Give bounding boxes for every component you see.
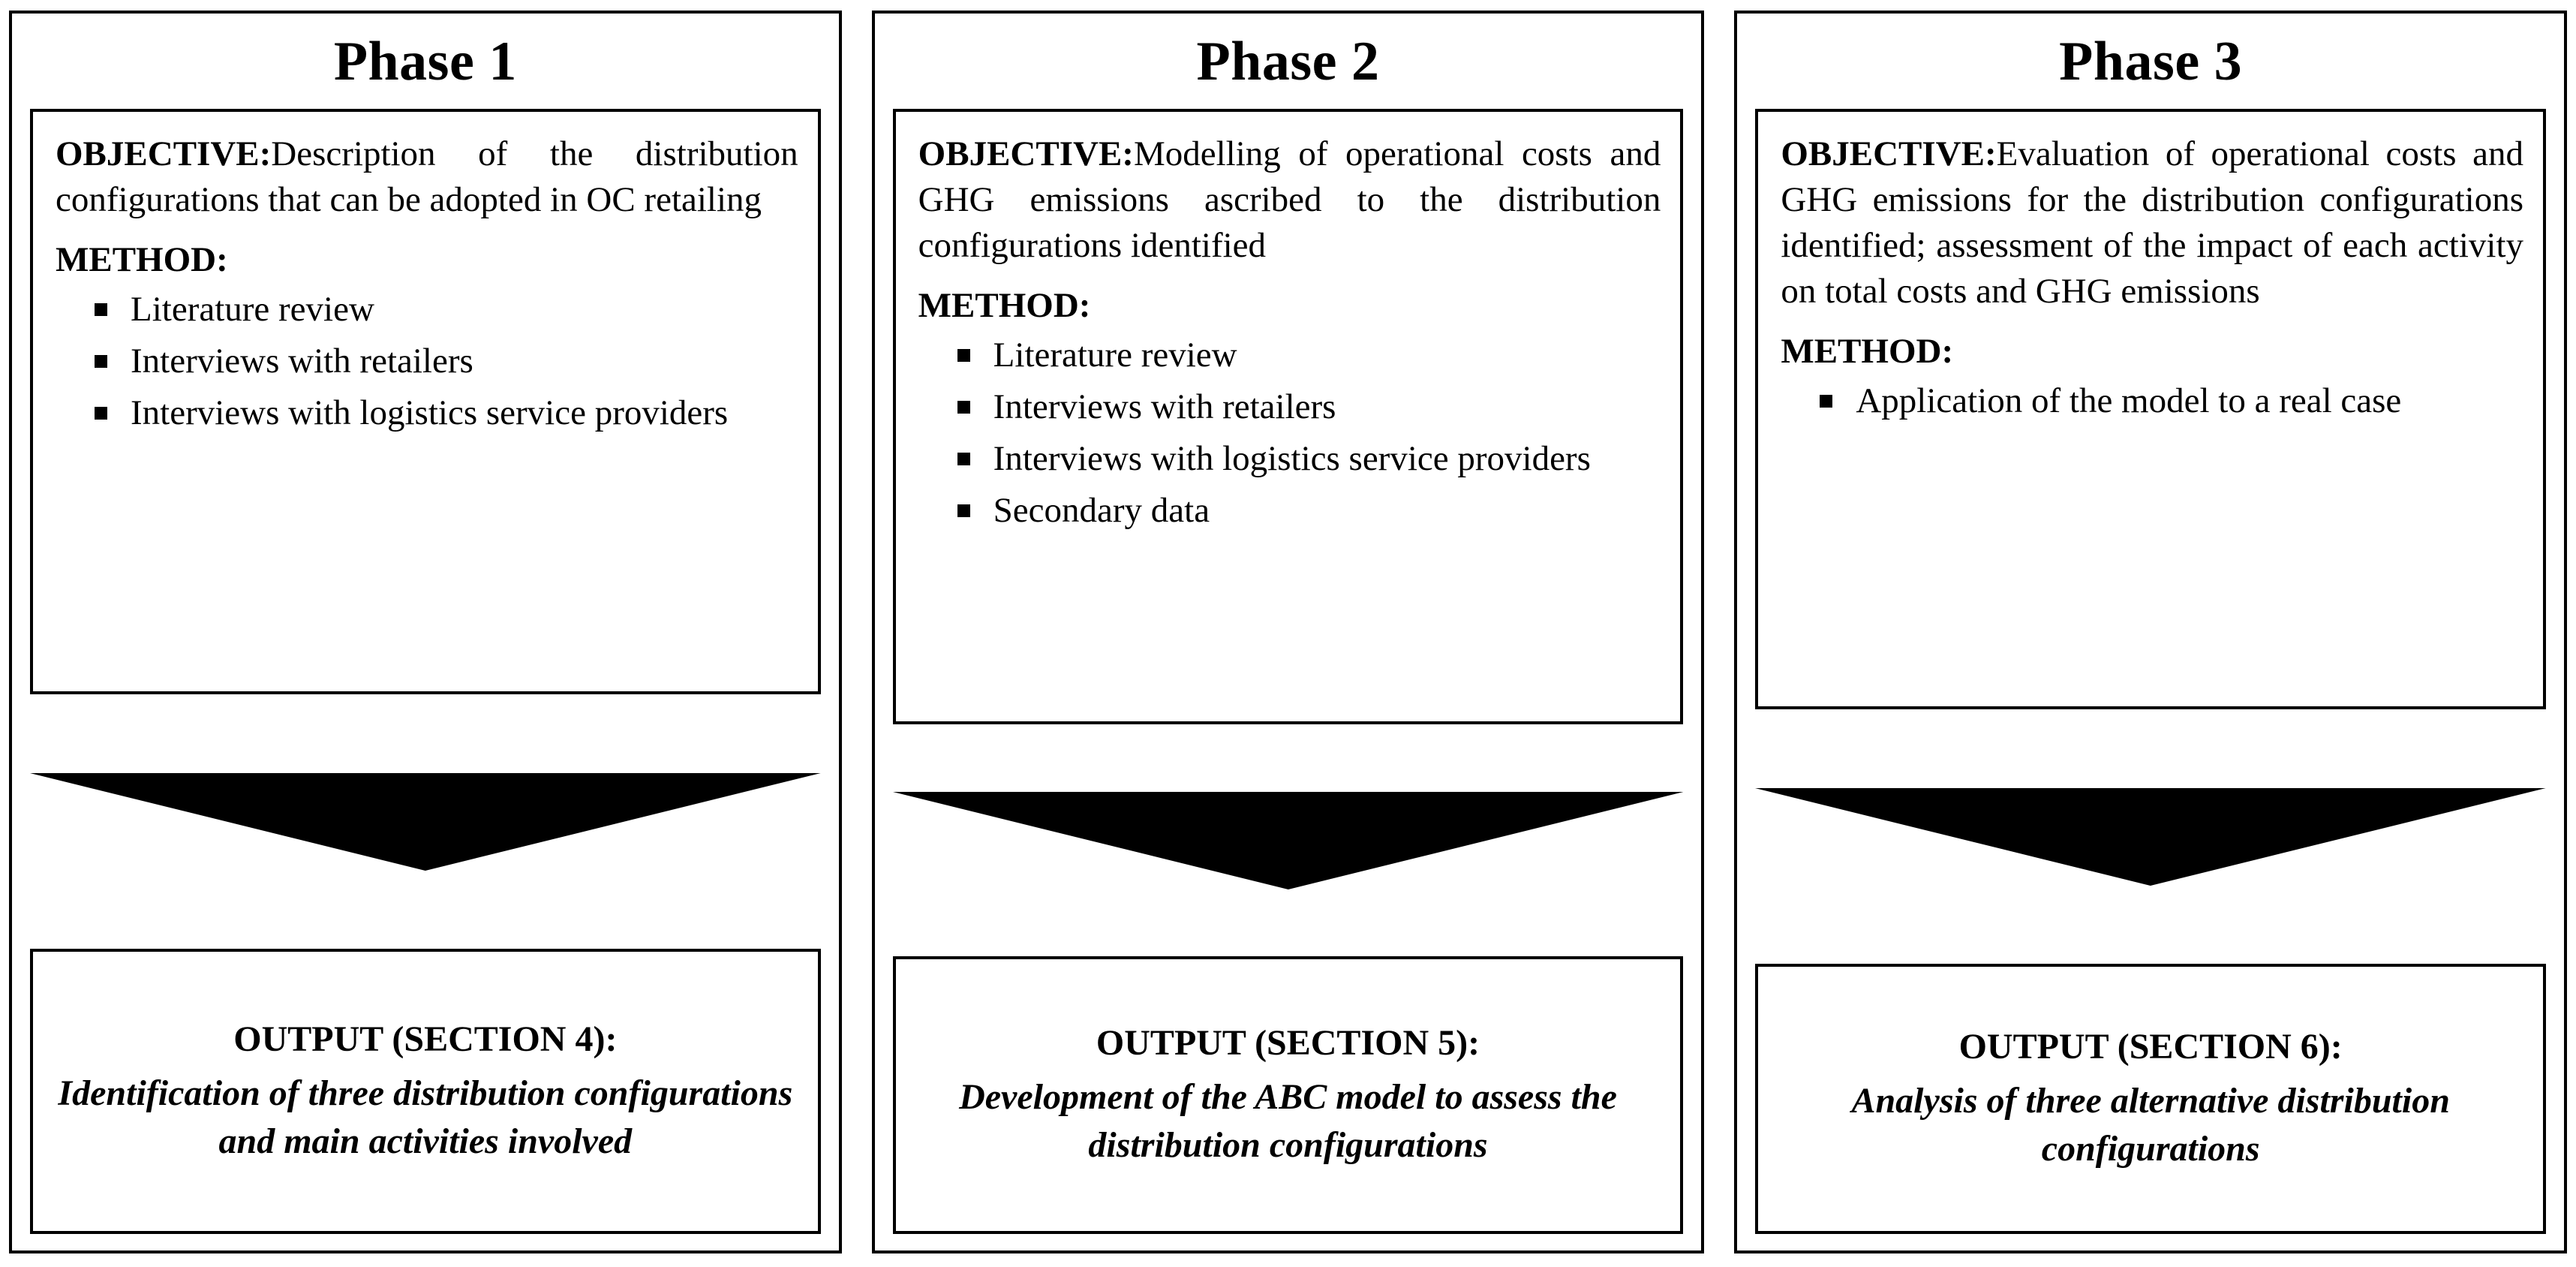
objective-text-1: Description of the distribution configur… bbox=[56, 134, 798, 220]
method-list-3: Application of the model to a real case bbox=[1781, 378, 2523, 424]
method-item: Literature review bbox=[957, 333, 1661, 378]
square-bullet-icon bbox=[957, 401, 970, 414]
objective-label-2: OBJECTIVE: bbox=[918, 134, 1134, 174]
method-item-label: Application of the model to a real case bbox=[1856, 381, 2402, 421]
square-bullet-icon bbox=[957, 504, 970, 518]
output-card-2: OUTPUT (SECTION 5): Development of the A… bbox=[892, 956, 1684, 1234]
square-bullet-icon bbox=[95, 303, 107, 317]
method-label-3: METHOD: bbox=[1781, 332, 1954, 372]
square-bullet-icon bbox=[95, 407, 107, 420]
phase-detail-card-2: OBJECTIVE:Modelling of operational costs… bbox=[892, 109, 1684, 725]
down-arrow-icon bbox=[1755, 787, 2547, 886]
down-arrow-icon bbox=[892, 791, 1684, 889]
objective-text-3: Evaluation of operational costs and GHG … bbox=[1781, 134, 2524, 311]
method-label-1: METHOD: bbox=[56, 240, 228, 280]
phase-title-3: Phase 3 bbox=[2059, 31, 2243, 92]
objective-block-1: OBJECTIVE:Description of the distributio… bbox=[56, 131, 798, 223]
objective-label-1: OBJECTIVE: bbox=[56, 134, 272, 174]
method-item: Interviews with logistics service provid… bbox=[95, 390, 798, 436]
phase-panel-1: Phase 1 OBJECTIVE:Description of the dis… bbox=[9, 11, 842, 1253]
output-text-3: Analysis of three alternative distributi… bbox=[1851, 1081, 2450, 1169]
method-list-1: Literature review Interviews with retail… bbox=[56, 287, 798, 436]
method-item-label: Secondary data bbox=[993, 491, 1210, 531]
phase-detail-card-1: OBJECTIVE:Description of the distributio… bbox=[30, 109, 821, 695]
output-title-1: OUTPUT (SECTION 4): bbox=[233, 1019, 618, 1060]
arrow-container-3 bbox=[1755, 709, 2547, 964]
method-item: Application of the model to a real case bbox=[1820, 378, 2523, 424]
objective-block-3: OBJECTIVE:Evaluation of operational cost… bbox=[1781, 131, 2523, 314]
objective-text-2: Modelling of operational costs and GHG e… bbox=[918, 134, 1661, 266]
output-title-3: OUTPUT (SECTION 6): bbox=[1958, 1027, 2343, 1067]
square-bullet-icon bbox=[957, 453, 970, 466]
output-text-2: Development of the ABC model to assess t… bbox=[959, 1077, 1617, 1165]
output-card-3: OUTPUT (SECTION 6): Analysis of three al… bbox=[1755, 964, 2547, 1234]
phase-detail-card-3: OBJECTIVE:Evaluation of operational cost… bbox=[1755, 109, 2547, 710]
method-item-label: Literature review bbox=[131, 290, 374, 330]
phase-title-2: Phase 2 bbox=[1196, 31, 1380, 92]
output-text-1: Identification of three distribution con… bbox=[58, 1073, 793, 1161]
phase-panel-2: Phase 2 OBJECTIVE:Modelling of operation… bbox=[871, 11, 1705, 1253]
method-item: Interviews with retailers bbox=[95, 339, 798, 384]
method-label-2: METHOD: bbox=[918, 286, 1091, 326]
method-list-2: Literature review Interviews with retail… bbox=[918, 333, 1661, 534]
method-item-label: Literature review bbox=[993, 336, 1237, 375]
method-item: Interviews with retailers bbox=[957, 384, 1661, 430]
method-item: Interviews with logistics service provid… bbox=[957, 436, 1661, 482]
output-card-1: OUTPUT (SECTION 4): Identification of th… bbox=[30, 949, 821, 1234]
method-item: Secondary data bbox=[957, 488, 1661, 534]
arrow-container-1 bbox=[30, 694, 821, 949]
square-bullet-icon bbox=[1820, 395, 1833, 408]
objective-block-2: OBJECTIVE:Modelling of operational costs… bbox=[918, 131, 1661, 269]
down-arrow-icon bbox=[30, 772, 821, 871]
method-item-label: Interviews with retailers bbox=[993, 387, 1336, 427]
method-item-label: Interviews with retailers bbox=[131, 342, 473, 381]
method-item-label: Interviews with logistics service provid… bbox=[131, 393, 729, 433]
method-item: Literature review bbox=[95, 287, 798, 333]
square-bullet-icon bbox=[957, 349, 970, 363]
method-item-label: Interviews with logistics service provid… bbox=[993, 439, 1591, 479]
phase-panel-3: Phase 3 OBJECTIVE:Evaluation of operatio… bbox=[1734, 11, 2568, 1253]
objective-label-3: OBJECTIVE: bbox=[1781, 134, 1997, 174]
square-bullet-icon bbox=[95, 355, 107, 369]
output-title-2: OUTPUT (SECTION 5): bbox=[1096, 1023, 1480, 1064]
arrow-container-2 bbox=[892, 724, 1684, 956]
phase-title-1: Phase 1 bbox=[333, 31, 517, 92]
